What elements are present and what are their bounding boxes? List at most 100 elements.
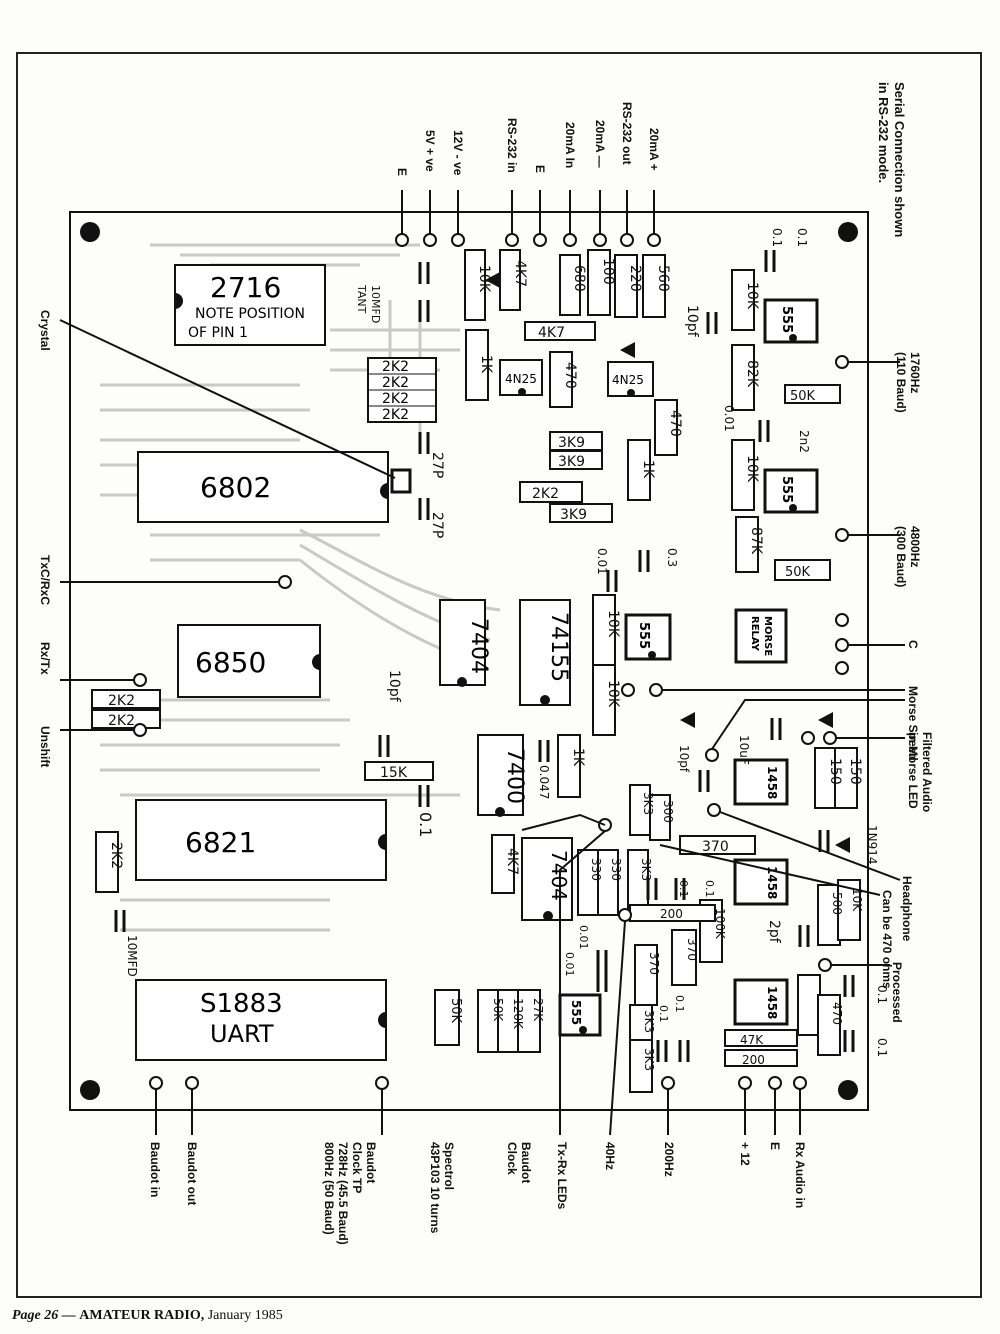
label-crystal: Crystal xyxy=(38,310,52,351)
mounting-holes xyxy=(80,222,858,1100)
bottom-connector-pins xyxy=(149,813,807,1136)
svg-text:120K: 120K xyxy=(511,998,525,1030)
right-side-pins xyxy=(60,355,905,972)
label-4800hz: 4800Hz (300 Baud) xyxy=(894,526,922,588)
label-filtered-audio: Filtered Audio in Morse LED xyxy=(906,732,934,813)
label-200hz: 200Hz xyxy=(662,1142,676,1177)
svg-text:MORSE: MORSE xyxy=(762,616,773,656)
label-plus-12: + 12 xyxy=(738,1142,752,1166)
svg-text:4N25: 4N25 xyxy=(505,372,537,386)
ic-2716-note-2: OF PIN 1 xyxy=(188,325,248,341)
ic-7404-b: 7404 xyxy=(521,837,573,921)
svg-text:1458: 1458 xyxy=(765,766,779,799)
svg-text:50K: 50K xyxy=(491,998,505,1022)
timer-555-d: 555 xyxy=(558,993,602,1037)
svg-text:0.1: 0.1 xyxy=(703,880,716,898)
label-e: E xyxy=(768,1142,782,1151)
ic-6850: 6850 xyxy=(177,624,321,698)
top-pin-label-20ma-plus: 20mA + xyxy=(647,128,661,171)
svg-text:1K: 1K xyxy=(640,460,656,479)
resistors-horizontal xyxy=(91,321,841,1067)
svg-text:2K2: 2K2 xyxy=(382,407,409,423)
svg-text:1458: 1458 xyxy=(765,866,779,899)
svg-text:3K9: 3K9 xyxy=(558,435,585,451)
label-baudot-clock: Baudot Clock xyxy=(505,1142,533,1184)
ic-6802: 6802 xyxy=(137,451,389,523)
svg-text:1458: 1458 xyxy=(765,986,779,1019)
svg-text:0.01: 0.01 xyxy=(577,925,590,950)
ic-2716-label: 2716 xyxy=(210,271,281,304)
svg-text:10pf: 10pf xyxy=(386,670,402,703)
svg-text:100K: 100K xyxy=(713,908,727,940)
svg-text:TANT: TANT xyxy=(355,284,368,314)
svg-text:10uF: 10uF xyxy=(737,735,751,765)
svg-text:0.1: 0.1 xyxy=(875,1038,889,1057)
serial-connection-note: Serial Connection shown in RS-232 mode. xyxy=(876,82,907,238)
svg-text:0.1: 0.1 xyxy=(875,985,889,1004)
top-pin-label-20ma-in: 20mA In xyxy=(563,122,577,169)
svg-text:370: 370 xyxy=(647,952,661,975)
ic-7404-a: 7404 xyxy=(439,599,491,687)
top-pin-label-20ma-minus: 20mA — xyxy=(593,120,607,168)
svg-text:470: 470 xyxy=(562,362,578,389)
svg-text:50K: 50K xyxy=(448,998,463,1024)
page-frame xyxy=(16,52,982,1298)
svg-text:47K: 47K xyxy=(740,1033,764,1047)
svg-text:0.1: 0.1 xyxy=(673,995,686,1013)
ic-6850-label: 6850 xyxy=(195,646,266,679)
top-pin-label-e: E xyxy=(395,168,409,177)
svg-text:220: 220 xyxy=(627,265,643,292)
svg-text:100: 100 xyxy=(600,258,616,285)
label-unshift: Unshift xyxy=(38,726,52,768)
svg-text:0.1: 0.1 xyxy=(677,880,690,898)
svg-text:555: 555 xyxy=(779,306,794,333)
top-connector-pins xyxy=(395,190,661,247)
ic-s1883-label: S1883 xyxy=(200,989,283,1019)
svg-text:10K: 10K xyxy=(744,282,760,310)
top-pin-label-rs232-in: RS-232 in xyxy=(505,118,519,173)
svg-text:27P: 27P xyxy=(429,512,445,538)
label-rx-audio-in: Rx Audio in xyxy=(793,1142,807,1209)
label-40hz: 40Hz xyxy=(603,1142,617,1171)
footer-publication: AMATEUR RADIO, xyxy=(79,1308,205,1323)
svg-text:1K: 1K xyxy=(478,355,494,374)
svg-text:680: 680 xyxy=(571,265,587,292)
timer-555-b: 555 xyxy=(763,468,819,514)
label-headphone: Headphone xyxy=(900,876,914,942)
svg-text:0.1: 0.1 xyxy=(770,228,784,247)
svg-text:10MFD: 10MFD xyxy=(125,935,139,977)
svg-text:2K2: 2K2 xyxy=(382,375,409,391)
svg-text:3K3: 3K3 xyxy=(641,792,655,815)
svg-text:10K: 10K xyxy=(476,265,492,293)
svg-text:555: 555 xyxy=(569,1000,583,1025)
svg-text:555: 555 xyxy=(779,476,794,503)
svg-text:10pf: 10pf xyxy=(684,305,700,338)
ic-s1883-uart: S1883 UART xyxy=(135,979,387,1061)
label-spectrol: Spectrol 43P103 10 turns xyxy=(428,1142,456,1234)
svg-text:470: 470 xyxy=(830,1002,844,1025)
svg-text:27P: 27P xyxy=(429,452,445,478)
svg-text:1N914: 1N914 xyxy=(865,825,879,865)
svg-text:10MFD: 10MFD xyxy=(369,285,382,323)
svg-text:3K9: 3K9 xyxy=(558,454,585,470)
svg-text:82K: 82K xyxy=(744,360,760,388)
svg-text:0.01: 0.01 xyxy=(722,405,736,432)
page-footer: Page 26 — AMATEUR RADIO, January 1985 xyxy=(12,1308,283,1324)
ic-7400: 7400 xyxy=(477,734,527,817)
svg-text:3K9: 3K9 xyxy=(560,507,587,523)
svg-text:10K: 10K xyxy=(605,680,621,708)
svg-text:10K: 10K xyxy=(605,610,621,638)
svg-text:87K: 87K xyxy=(748,527,764,555)
svg-text:3K3: 3K3 xyxy=(642,1048,656,1071)
label-txc-rxc: TxC/RxC xyxy=(38,555,52,606)
svg-text:2K2: 2K2 xyxy=(108,713,135,729)
ic-2716: 2716 NOTE POSITION OF PIN 1 xyxy=(174,264,326,346)
svg-text:555: 555 xyxy=(636,622,651,649)
svg-text:0.01: 0.01 xyxy=(595,548,609,575)
svg-text:330: 330 xyxy=(589,858,603,881)
svg-text:10K: 10K xyxy=(850,888,864,912)
svg-text:15K: 15K xyxy=(380,765,408,781)
ic-6821-label: 6821 xyxy=(185,826,256,859)
label-morse-speed: Morse Speed xyxy=(906,686,920,761)
